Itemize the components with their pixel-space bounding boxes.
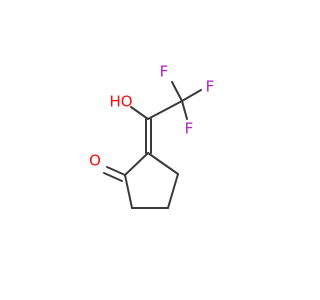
c-cf3-bond: [147, 100, 183, 120]
atom-label-ketone-oxygen: O: [89, 152, 101, 170]
atom-label-fluorine-bottom: F: [185, 120, 194, 138]
c-f-bottom-bond: [181, 100, 188, 120]
ring-bond-c3-c4: [167, 173, 179, 209]
ring-bond-c2-c3: [147, 152, 179, 175]
molecule-structure: O HO F F F: [89, 63, 214, 209]
c-f-right-bond: [181, 89, 202, 102]
atom-labels: O HO F F F: [89, 63, 214, 170]
c-hydroxyl-bond: [130, 106, 149, 120]
atom-label-fluorine-top: F: [160, 63, 169, 81]
ring-bond-c1-c2: [124, 152, 149, 176]
bond-layer: [103, 81, 202, 209]
carbonyl-bond-b: [103, 172, 123, 182]
atom-label-hydroxyl: HO: [109, 93, 132, 111]
ring-bond-c5-c1: [124, 174, 133, 209]
carbonyl-bond-a: [106, 166, 126, 176]
atom-label-fluorine-right: F: [206, 78, 215, 96]
c-f-top-bond: [171, 81, 183, 102]
